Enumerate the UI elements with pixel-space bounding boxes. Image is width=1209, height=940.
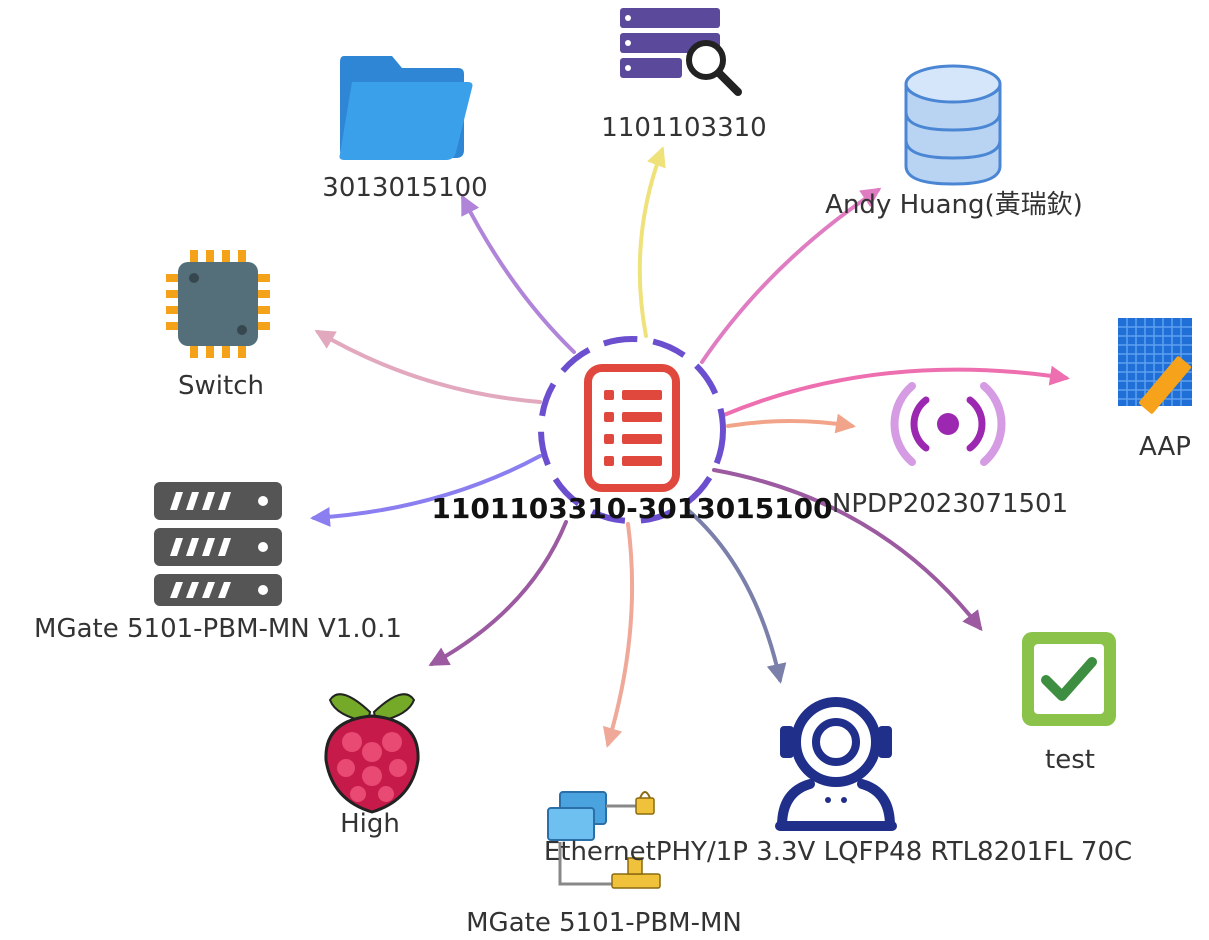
- label-center: 1101103310-3013015100: [431, 492, 832, 525]
- server-rack-icon: [154, 482, 282, 606]
- server-search-icon: [620, 8, 742, 96]
- edge-to-test: [712, 468, 983, 632]
- broadcast-icon: [890, 382, 1006, 466]
- label-network: MGate 5101-PBM-MN: [466, 908, 742, 938]
- edge-to-rack: [310, 454, 542, 527]
- label-signal: NPDP2023071501: [832, 489, 1068, 519]
- center-node[interactable]: [538, 336, 726, 524]
- edge-to-signal: [726, 413, 856, 434]
- edge-to-server: [637, 146, 666, 338]
- edge-to-rpi: [428, 520, 568, 666]
- node-robot[interactable]: [775, 697, 897, 831]
- label-chip: Switch: [178, 371, 264, 401]
- node-database[interactable]: [904, 64, 1002, 186]
- edge-to-robot: [686, 508, 787, 684]
- edges: [310, 146, 1070, 748]
- edge-to-database: [700, 187, 882, 364]
- folder-icon: [339, 56, 473, 160]
- node-rack[interactable]: [154, 482, 282, 606]
- edge-to-folder: [461, 194, 576, 354]
- label-aap: AAP: [1139, 432, 1191, 462]
- edge-to-aap: [722, 365, 1070, 417]
- label-server: 1101103310: [601, 113, 766, 143]
- node-rpi[interactable]: [324, 693, 420, 814]
- node-network[interactable]: [547, 791, 661, 889]
- label-rpi: High: [340, 809, 400, 839]
- label-test: test: [1045, 745, 1095, 775]
- node-folder[interactable]: [339, 56, 473, 160]
- label-database: Andy Huang(黃瑞欽): [825, 190, 1083, 220]
- node-chip[interactable]: [166, 250, 270, 358]
- node-server[interactable]: [620, 8, 742, 96]
- astronaut-icon: [775, 697, 897, 831]
- network-computers-icon: [547, 791, 661, 889]
- center-dashed-ring: [538, 336, 726, 524]
- label-folder: 3013015100: [322, 173, 487, 203]
- checkbox-checked-icon: [1022, 632, 1116, 726]
- blueprint-ruler-icon: [1118, 318, 1192, 414]
- label-rack: MGate 5101-PBM-MN V1.0.1: [34, 614, 402, 644]
- node-signal[interactable]: [890, 382, 1006, 466]
- node-aap[interactable]: [1118, 318, 1192, 415]
- chip-icon: [166, 250, 270, 358]
- edge-to-network: [602, 522, 635, 748]
- database-icon: [904, 64, 1002, 186]
- raspberry-pi-icon: [324, 693, 420, 814]
- node-test[interactable]: [1022, 632, 1116, 726]
- edge-to-chip: [314, 329, 542, 404]
- label-robot: EthernetPHY/1P 3.3V LQFP48 RTL8201FL 70C: [544, 837, 1132, 867]
- document-list-icon: [584, 364, 680, 492]
